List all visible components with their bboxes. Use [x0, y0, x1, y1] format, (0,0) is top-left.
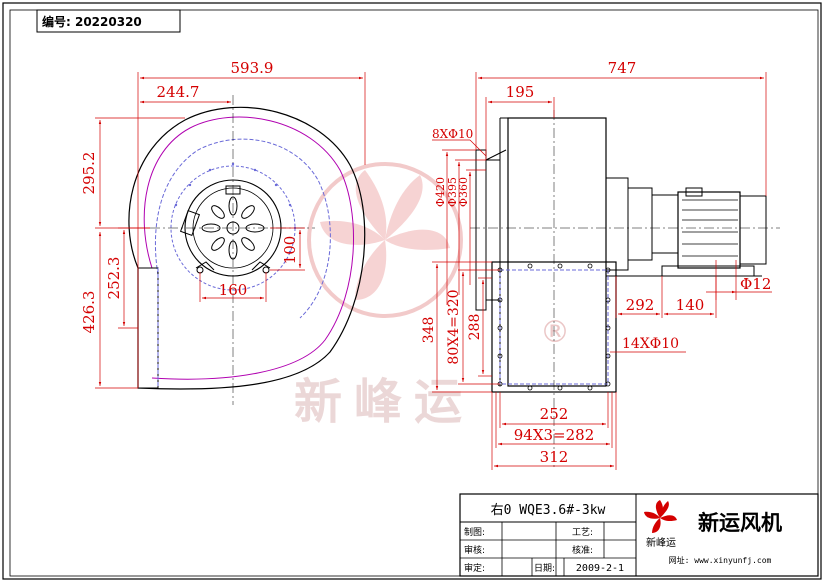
fan-front-view — [128, 95, 366, 405]
front-view-dimensions — [95, 72, 366, 389]
dim-holes-14: 14XΦ10 — [622, 336, 679, 352]
label-date: 日期: — [534, 563, 555, 574]
side-view-dimensions — [432, 72, 772, 470]
date-value: 2009-2-1 — [576, 563, 624, 574]
dim-total-length: 747 — [608, 59, 637, 77]
brand-small-text: 新峰运 — [646, 536, 676, 549]
dim-pitch-h: 94X3=282 — [514, 426, 595, 444]
watermark-logo — [307, 162, 463, 318]
drawing-number: 编号: 20220320 — [41, 14, 142, 29]
company-website: 网址: www.xinyunfj.com — [669, 555, 772, 565]
dim-base-252: 252 — [540, 405, 569, 423]
dim-flange-depth: 195 — [506, 83, 535, 101]
dim-dia-420: Φ420 — [434, 177, 447, 207]
dim-bolt-spec: 8XΦ10 — [432, 127, 473, 141]
label-review: 审核: — [464, 544, 485, 556]
label-approve: 核准: — [572, 544, 593, 556]
label-finalize: 审定: — [464, 562, 485, 574]
watermark-text: 新峰运 — [294, 374, 474, 430]
registered-mark: ® — [540, 315, 570, 350]
dim-flange-pitch-v: 80X4=320 — [446, 289, 462, 364]
dim-overall-width: 593.9 — [231, 59, 274, 77]
dim-motor-292: 292 — [626, 296, 655, 314]
model-name: 右0 WQE3.6#-3kw — [491, 503, 606, 518]
dim-outlet-height: 252.3 — [105, 257, 123, 300]
dim-height-top: 295.2 — [80, 152, 98, 195]
dim-dia-395: Φ395 — [446, 177, 459, 207]
dim-hub-small: 100 — [281, 236, 299, 265]
label-process: 工艺: — [572, 527, 593, 538]
dim-flange-h-348: 348 — [421, 317, 437, 344]
dim-flange-h-288: 288 — [467, 314, 483, 341]
dim-hub-base: 160 — [219, 281, 248, 299]
drawing-frame — [9, 9, 819, 577]
dim-base-312: 312 — [540, 448, 569, 466]
title-block — [459, 493, 819, 577]
fan-side-view — [470, 110, 780, 470]
dim-dia-360: Φ360 — [457, 177, 470, 207]
dim-inlet-offset: 244.7 — [157, 83, 200, 101]
dim-height-bottom: 426.3 — [80, 291, 98, 334]
dim-shaft-12: Φ12 — [740, 275, 771, 293]
drawing-number-box — [36, 9, 181, 33]
dim-motor-140: 140 — [676, 296, 705, 314]
company-logo-icon — [644, 500, 677, 533]
label-drafter: 制图: — [464, 526, 485, 538]
company-name: 新运风机 — [698, 511, 782, 535]
